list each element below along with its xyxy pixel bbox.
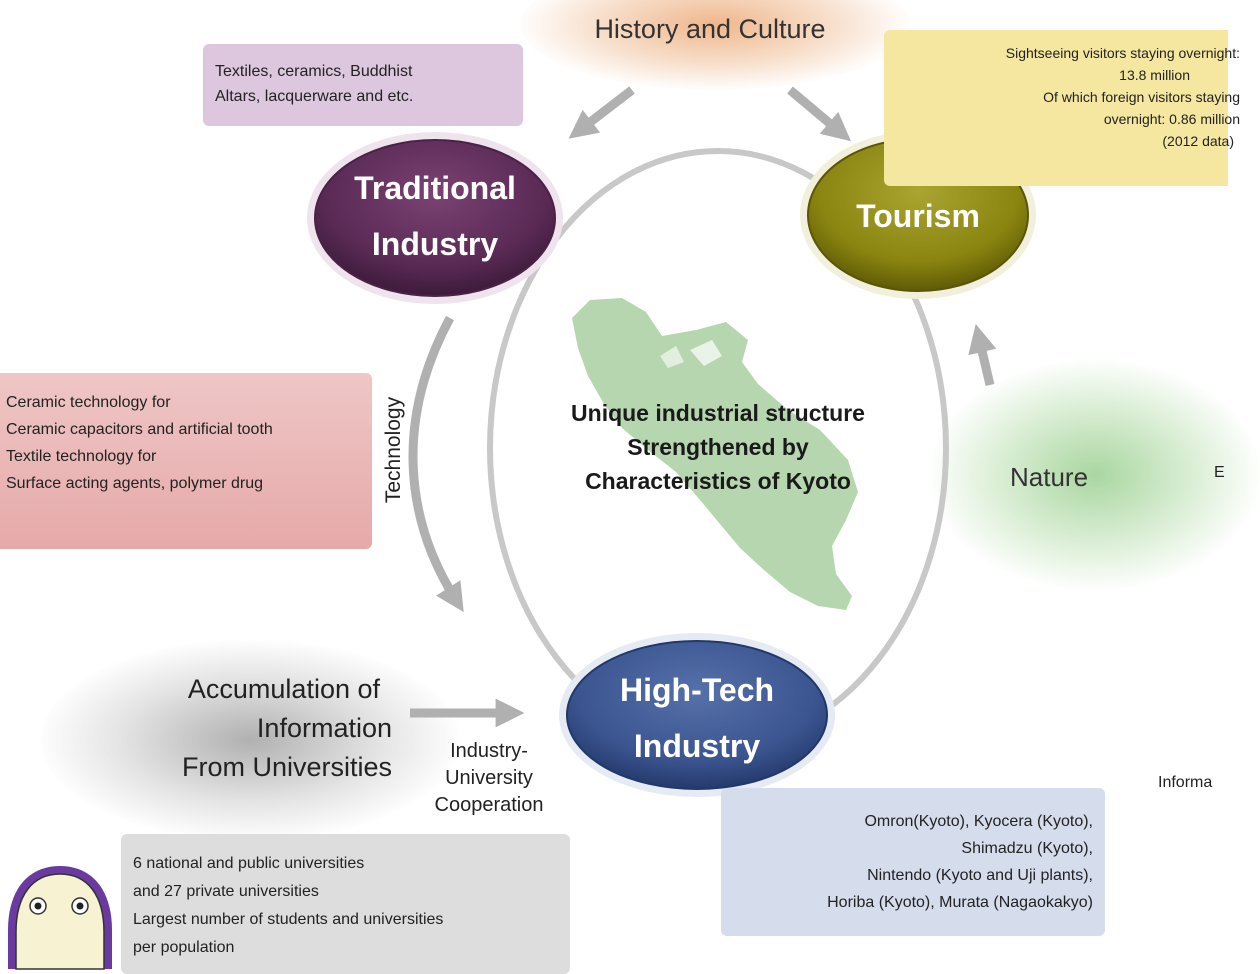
nature-label: Nature <box>1010 462 1089 492</box>
industry-university-label: Industry- University Cooperation <box>434 740 544 816</box>
traditional-industry-label: Traditional Industry <box>354 170 516 262</box>
center-text: Unique industrial structure Strengthened… <box>571 400 865 494</box>
right-edge-fragment-informa: Informa <box>1158 774 1213 791</box>
technology-label: Technology <box>382 396 405 504</box>
technology-examples-box: Ceramic technology for Ceramic capacitor… <box>0 373 372 549</box>
companies-box: Omron(Kyoto), Kyocera (Kyoto), Shimadzu … <box>721 788 1105 936</box>
traditional-industry-node <box>307 132 563 304</box>
universities-box: 6 national and public universities and 2… <box>121 834 570 974</box>
nature-to-tourism-arrow <box>968 323 997 387</box>
history-to-traditional-arrow <box>568 86 635 139</box>
tourism-stats-box: Sightseeing visitors staying overnight: … <box>884 30 1240 186</box>
hightech-industry-label: High-Tech Industry <box>619 672 775 764</box>
traditional-products-box: Textiles, ceramics, Buddhist Altars, lac… <box>203 44 523 126</box>
nature-glow <box>930 360 1260 590</box>
accumulation-label: Accumulation of Information From Univers… <box>181 674 392 782</box>
kyoto-map-shape <box>572 298 858 610</box>
history-culture-label: History and Culture <box>594 14 826 44</box>
technology-arrow <box>408 315 464 613</box>
tourism-label: Tourism <box>856 198 980 234</box>
accumulation-glow <box>40 640 460 840</box>
history-to-tourism-arrow <box>787 86 852 142</box>
right-edge-fragment-e: E <box>1214 464 1225 481</box>
mascot-character <box>8 866 112 970</box>
hightech-industry-node <box>559 633 835 797</box>
